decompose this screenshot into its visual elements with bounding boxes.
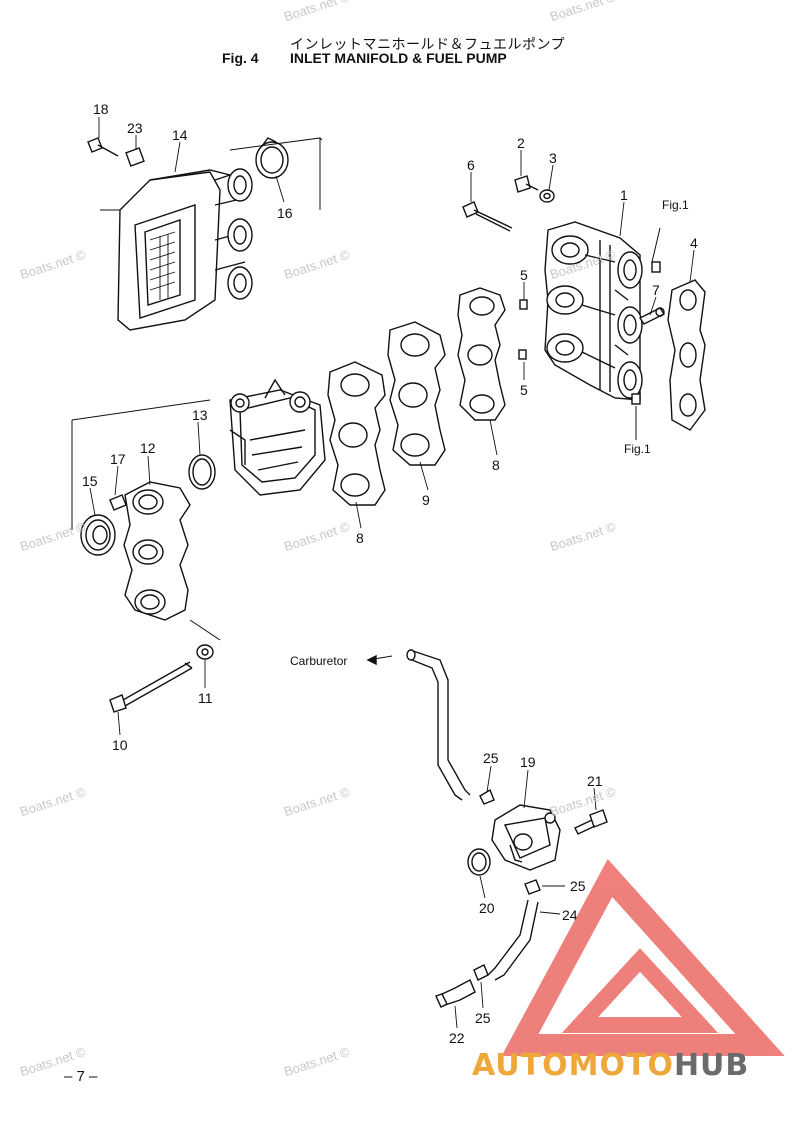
callout-8-right: 8 [492, 457, 500, 473]
callout-3: 3 [549, 150, 557, 166]
gasket-part-8-right [457, 287, 506, 421]
brand-part-2: HUB [673, 1048, 750, 1083]
carburetor-flange-part-12 [123, 481, 191, 621]
callout-4: 4 [690, 235, 698, 251]
gasket-part-4 [667, 279, 706, 431]
callout-1: 1 [620, 187, 628, 203]
callout-21: 21 [587, 773, 603, 789]
callout-24: 24 [562, 907, 578, 923]
intake-silencer-part-14 [117, 168, 253, 331]
callout-23: 23 [127, 120, 143, 136]
callout-6: 6 [467, 157, 475, 173]
long-bolt-part-10 [109, 661, 193, 713]
callout-25-mid: 25 [570, 878, 586, 894]
inlet-manifold-part-1 [544, 221, 643, 401]
bolt-part-18 [87, 137, 119, 157]
callout-14: 14 [172, 127, 188, 143]
figure-number: Fig. 4 [222, 50, 259, 66]
hose-clamp-part-16 [255, 137, 289, 179]
callout-13: 13 [192, 407, 208, 423]
callout-11: 11 [198, 690, 213, 706]
gasket-part-8-left [327, 361, 386, 506]
callout-12: 12 [140, 440, 156, 456]
fuel-hose-part-24 [487, 899, 539, 981]
long-bolt-part-6 [462, 201, 513, 232]
hose-clip-part-25-mid [524, 879, 541, 895]
bolt-part-21 [574, 809, 608, 835]
gasket-part-9 [387, 321, 446, 466]
callout-7: 7 [652, 282, 660, 298]
callout-8-left: 8 [356, 530, 364, 546]
callout-19: 19 [520, 754, 536, 770]
callout-16: 16 [277, 205, 293, 221]
fuel-hose-upper [406, 649, 471, 801]
callout-5-lower: 5 [520, 382, 528, 398]
callout-5-upper: 5 [520, 267, 528, 283]
callout-18: 18 [93, 101, 109, 117]
page-number: – 7 – [64, 1068, 98, 1085]
fig1-reference-bottom: Fig.1 [624, 442, 651, 456]
brand-part-1: AUTOMOTO [472, 1048, 674, 1083]
hose-connector-part-22 [435, 979, 476, 1008]
callout-17: 17 [110, 451, 126, 467]
callout-2: 2 [517, 135, 525, 151]
reed-valve-part-7 [638, 307, 666, 325]
o-ring-part-13 [188, 454, 216, 490]
seal-part-15 [80, 514, 116, 556]
fuel-pump-part-19 [491, 804, 561, 871]
callout-20: 20 [479, 900, 495, 916]
callout-25-top: 25 [483, 750, 499, 766]
brand-logo-triangle [501, 859, 785, 1056]
washer-part-11 [196, 644, 214, 660]
fig1-reference-top: Fig.1 [662, 198, 689, 212]
carburetor-label: Carburetor [290, 654, 348, 668]
carburetor-assembly [229, 378, 326, 496]
callout-9: 9 [422, 492, 430, 508]
hose-clip-part-25-bottom [473, 964, 489, 981]
collar-part-23 [125, 147, 145, 167]
washer-part-3 [539, 189, 555, 203]
title-japanese: インレットマニホールド＆フュエルポンプ [290, 37, 566, 53]
callout-15: 15 [82, 473, 98, 489]
title-english: INLET MANIFOLD & FUEL PUMP [290, 50, 507, 66]
brand-wordmark: AUTOMOTOHUB [472, 1048, 749, 1083]
o-ring-part-20 [467, 848, 491, 876]
callout-22: 22 [449, 1030, 465, 1046]
hose-clip-part-25-top [479, 788, 495, 805]
callout-25-bottom: 25 [475, 1010, 491, 1026]
callout-10: 10 [112, 737, 128, 753]
dowel-pins [518, 261, 661, 405]
bolt-part-2 [514, 175, 539, 193]
clip-part-17 [109, 494, 127, 511]
